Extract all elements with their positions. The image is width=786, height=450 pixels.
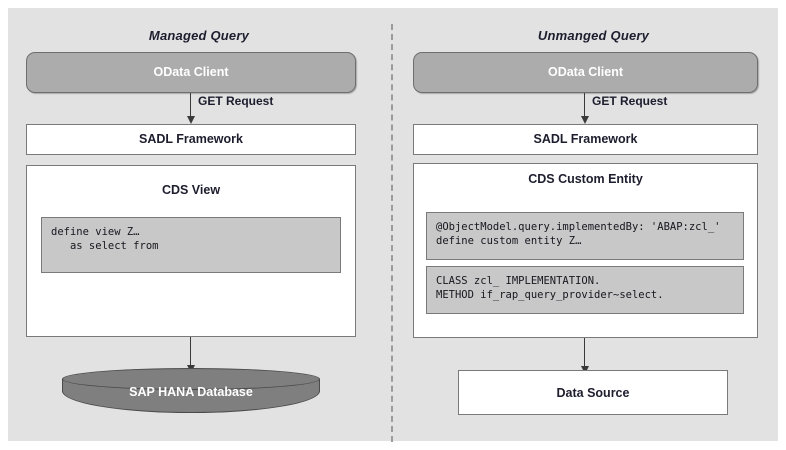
- sadl-framework-label: SADL Framework: [533, 132, 638, 146]
- odata-client-label: OData Client: [153, 65, 229, 79]
- odata-client-box-managed[interactable]: OData Client: [26, 52, 356, 93]
- sadl-framework-label: SADL Framework: [139, 132, 243, 146]
- custom-entity-annotation-code-block[interactable]: @ObjectModel.query.implementedBy: 'ABAP:…: [426, 212, 744, 260]
- query-provider-class-code-block[interactable]: CLASS zcl_ IMPLEMENTATION. METHOD if_rap…: [426, 266, 744, 314]
- arrow-entity-to-datasource: [580, 338, 589, 374]
- arrow-label-get-request-unmanaged: GET Request: [592, 94, 668, 108]
- sadl-framework-box-managed[interactable]: SADL Framework: [26, 124, 356, 155]
- odata-client-box-unmanaged[interactable]: OData Client: [413, 52, 758, 93]
- cylinder-top-ellipse: [62, 368, 320, 390]
- sap-hana-database-cylinder[interactable]: SAP HANA Database: [62, 368, 320, 413]
- cds-view-label: CDS View: [161, 183, 221, 197]
- arrow-client-to-sadl-unmanaged: [580, 93, 589, 124]
- column-title-unmanaged: Unmanged Query: [537, 28, 650, 43]
- data-source-label: Data Source: [556, 386, 630, 400]
- cds-custom-entity-label: CDS Custom Entity: [528, 172, 643, 186]
- cds-view-code-block[interactable]: define view Z… as select from: [41, 217, 341, 273]
- arrow-client-to-sadl-managed: [186, 93, 195, 124]
- data-source-box[interactable]: Data Source: [458, 370, 728, 415]
- diagram-panel: Managed Query OData Client GET Request S…: [8, 8, 778, 442]
- sap-hana-database-label: SAP HANA Database: [129, 385, 253, 399]
- sadl-framework-box-unmanaged[interactable]: SADL Framework: [413, 124, 758, 155]
- odata-client-label: OData Client: [547, 65, 623, 79]
- arrow-cdsview-to-hana: [186, 337, 195, 373]
- arrow-label-get-request-managed: GET Request: [198, 94, 274, 108]
- column-title-managed: Managed Query: [148, 28, 250, 43]
- column-divider: [391, 24, 393, 442]
